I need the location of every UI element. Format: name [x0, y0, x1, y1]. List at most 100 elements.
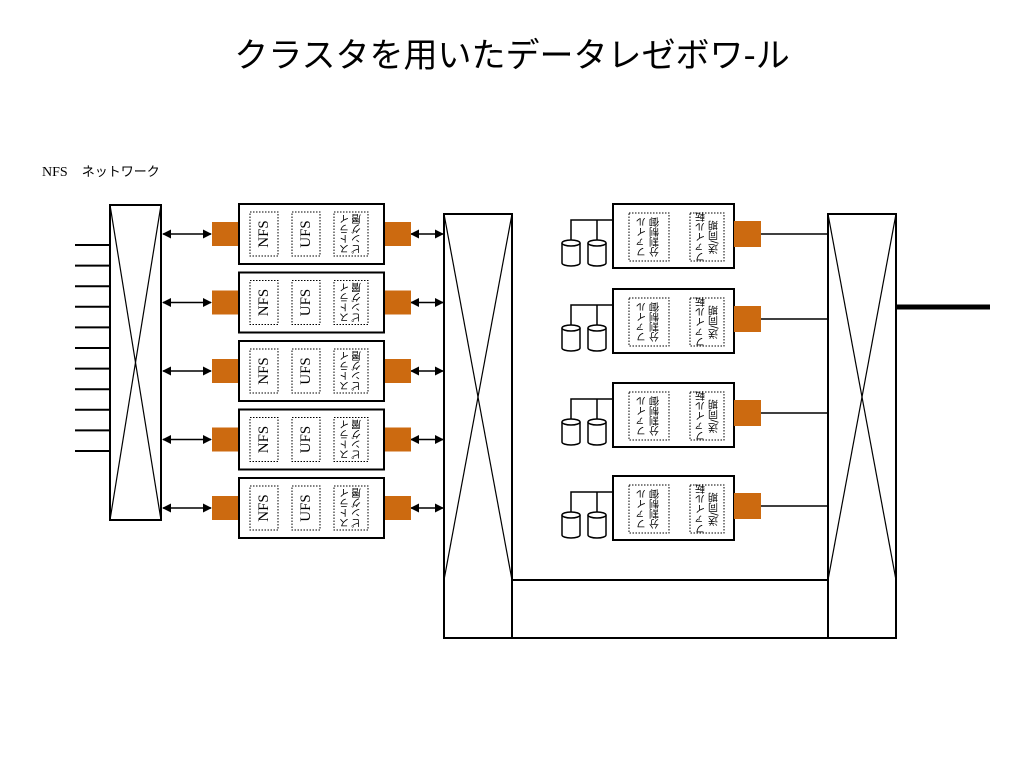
server-node: NFS UFS ストライピング層 — [162, 340, 444, 402]
storage-node: ファイル分割制御 ファイル転送/同期 — [561, 475, 828, 541]
stripe-layer-label: ストライ — [340, 214, 352, 254]
stripe-layer-label: ピング層 — [352, 420, 364, 460]
split-control-layer — [628, 391, 670, 441]
split-control-layer — [628, 484, 670, 534]
transfer-sync-label: ファイル転 — [696, 211, 708, 262]
nfs-layer-label: NFS — [256, 289, 272, 317]
ufs-layer-label: UFS — [298, 426, 314, 454]
stripe-layer — [333, 485, 369, 531]
storage-nodes: ファイル分割制御ファイル転送/同期ファイル分割制御ファイル転送/同期ファイル分割… — [561, 203, 828, 541]
storage-node: ファイル分割制御 ファイル転送/同期 — [561, 288, 828, 354]
disk-icon — [561, 239, 581, 267]
network-port — [384, 290, 411, 315]
stripe-layer-label: ピング層 — [352, 351, 364, 391]
ufs-layer-label: UFS — [298, 494, 314, 522]
split-control-label: ファイル — [637, 302, 649, 342]
ufs-layer-label: UFS — [298, 357, 314, 385]
nfs-layer-label: NFS — [256, 220, 272, 248]
stripe-layer-label: ピング層 — [352, 283, 364, 323]
nfs-layer — [249, 280, 279, 325]
disk-connector — [570, 219, 613, 240]
stripe-layer-label: ストライ — [340, 488, 352, 528]
storage-node: ファイル分割制御 ファイル転送/同期 — [561, 382, 828, 448]
ufs-layer — [291, 417, 321, 462]
disk-connector — [570, 491, 613, 512]
transfer-sync-layer — [689, 391, 725, 441]
nfs-layer — [249, 211, 279, 257]
nfs-layer — [249, 485, 279, 531]
disk-icon — [587, 239, 607, 267]
server-node: NFS UFS ストライピング層 — [162, 271, 444, 334]
disk-icon — [587, 324, 607, 352]
disk-icon — [561, 418, 581, 446]
network-port — [212, 496, 239, 520]
disk-connector — [570, 398, 613, 419]
disk-icon — [561, 324, 581, 352]
split-control-label: 分割制御 — [650, 301, 662, 342]
split-control-label: ファイル — [637, 217, 649, 257]
stripe-layer — [333, 348, 369, 394]
network-label-text: ネットワーク — [81, 165, 160, 180]
ufs-layer-label: UFS — [298, 220, 314, 248]
stripe-layer — [333, 280, 369, 325]
transfer-sync-label: 送/同期 — [709, 492, 721, 527]
ufs-layer — [291, 348, 321, 394]
network-port — [734, 306, 761, 332]
network-port — [212, 290, 239, 315]
page-title: クラスタを用いたデータレゼボワ-ル — [234, 36, 790, 76]
transfer-sync-layer — [689, 484, 725, 534]
transfer-sync-layer — [689, 297, 725, 347]
nfs-layer-label: NFS — [256, 357, 272, 385]
transfer-sync-label: ファイル転 — [696, 390, 708, 441]
transfer-sync-label: 送/同期 — [709, 305, 721, 340]
network-port — [212, 359, 239, 383]
stripe-layer-label: ストライ — [340, 351, 352, 391]
network-port — [734, 400, 761, 426]
network-port — [384, 359, 411, 383]
network-port — [734, 493, 761, 519]
stripe-layer-label: ストライ — [340, 283, 352, 323]
server-node: NFS UFS ストライピング層 — [162, 408, 444, 471]
split-control-label: ファイル — [637, 396, 649, 436]
nfs-layer-label: NFS — [256, 494, 272, 522]
network-port — [384, 427, 411, 452]
stripe-layer-label: ピング層 — [352, 214, 364, 254]
transfer-sync-label: 送/同期 — [709, 399, 721, 434]
server-node: NFS UFS ストライピング層 — [162, 477, 444, 539]
ufs-layer — [291, 485, 321, 531]
nfs-layer-label: NFS — [256, 426, 272, 454]
nfs-network-label: NFS ネットワーク — [42, 161, 160, 181]
nfs-layer — [249, 417, 279, 462]
nfs-switch — [109, 204, 162, 521]
stripe-layer — [333, 211, 369, 257]
ufs-layer — [291, 280, 321, 325]
ufs-layer-label: UFS — [298, 289, 314, 317]
nfs-label-text: NFS — [42, 165, 68, 180]
transfer-sync-layer — [689, 212, 725, 262]
transfer-sync-label: 送/同期 — [709, 220, 721, 255]
ufs-layer — [291, 211, 321, 257]
split-control-label: 分割制御 — [650, 395, 662, 436]
stripe-layer-label: ストライ — [340, 420, 352, 460]
split-control-label: 分割制御 — [650, 216, 662, 257]
disk-icon — [587, 418, 607, 446]
split-control-layer — [628, 297, 670, 347]
stripe-layer — [333, 417, 369, 462]
transfer-sync-label: ファイル転 — [696, 483, 708, 534]
split-control-layer — [628, 212, 670, 262]
network-port — [212, 222, 239, 246]
disk-connector — [570, 304, 613, 325]
disk-icon — [587, 511, 607, 539]
network-port — [384, 496, 411, 520]
client-network-lines — [75, 244, 110, 452]
disk-icon — [561, 511, 581, 539]
split-control-label: ファイル — [637, 489, 649, 529]
stripe-layer-label: ピング層 — [352, 488, 364, 528]
storage-switch — [827, 213, 990, 639]
server-node: NFS UFS ストライピング層 — [162, 203, 444, 265]
split-control-label: 分割制御 — [650, 488, 662, 529]
transfer-sync-label: ファイル転 — [696, 296, 708, 347]
network-port — [212, 427, 239, 452]
